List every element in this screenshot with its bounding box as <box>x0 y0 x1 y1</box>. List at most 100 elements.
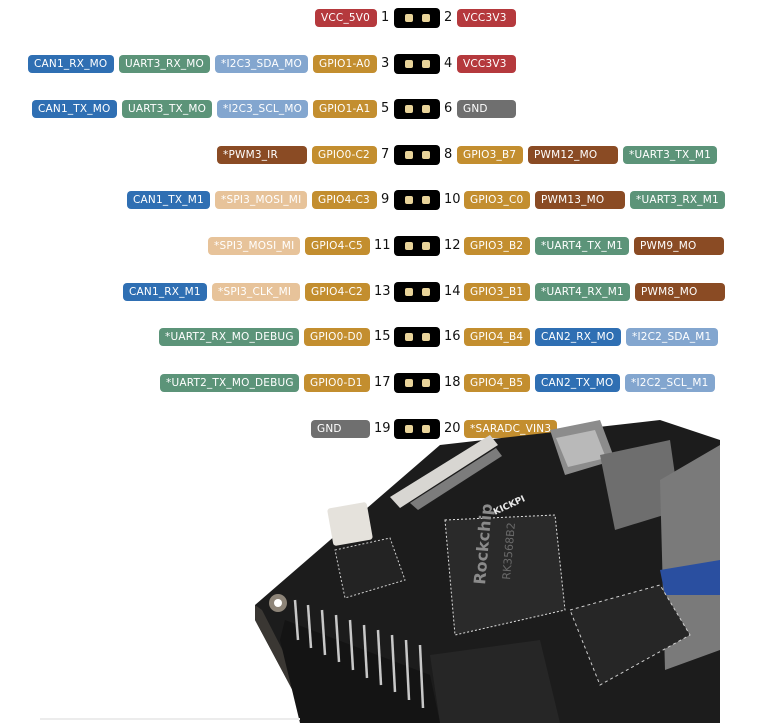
pin-function-tag-can: CAN2_RX_MO <box>535 328 621 346</box>
pin-function-tag-can: CAN1_RX_MO <box>28 55 114 73</box>
pin-function-tag-ground: GND <box>311 420 370 438</box>
pin-function-tag-can: CAN2_TX_MO <box>535 374 620 392</box>
pin-function-tag-pwm: PWM12_MO <box>528 146 618 164</box>
pin-function-tag-power: VCC3V3 <box>457 55 516 73</box>
pin-pad-icon <box>405 379 413 387</box>
pin-pad-icon <box>422 288 430 296</box>
pin-function-tag-can: CAN1_TX_MO <box>32 100 117 118</box>
pin-function-tag-uart: *UART2_RX_MO_DEBUG <box>159 328 299 346</box>
pin-function-tag-i2c: *I2C3_SCL_MO <box>217 100 308 118</box>
pin-pad-icon <box>422 60 430 68</box>
pin-number-left: 17 <box>374 375 391 390</box>
pin-header-pair <box>394 190 440 210</box>
soc-model-text: RK3568B2 <box>500 522 518 580</box>
pin-header-pair <box>394 373 440 393</box>
pin-function-tag-ground: GND <box>457 100 516 118</box>
pin-number-left: 9 <box>381 192 390 207</box>
pin-number-right: 12 <box>444 238 461 253</box>
pin-function-tag-can: CAN1_TX_M1 <box>127 191 210 209</box>
pin-function-tag-gpio: GPIO4-C3 <box>312 191 377 209</box>
ethernet-phy-chip <box>569 584 691 686</box>
pin-function-tag-gpio: GPIO1-A1 <box>313 100 377 118</box>
pin-pad-icon <box>405 288 413 296</box>
pin-pad-icon <box>405 60 413 68</box>
pin-function-tag-gpio: GPIO3_B1 <box>464 283 530 301</box>
pin-function-tag-uart: *UART2_TX_MO_DEBUG <box>160 374 299 392</box>
pin-function-tag-uart: UART3_RX_MO <box>119 55 210 73</box>
pin-pad-icon <box>405 14 413 22</box>
pin-header-physical <box>280 599 440 723</box>
pin-function-tag-gpio: GPIO0-C2 <box>312 146 377 164</box>
pin-pad-icon <box>422 242 430 250</box>
soc-chip <box>444 514 566 636</box>
pin-header-pair <box>394 8 440 28</box>
board-illustration: Rockchip RK3568B2 KICKPI <box>255 420 720 723</box>
pin-function-tag-can: CAN1_RX_M1 <box>123 283 207 301</box>
pin-header-pair <box>394 282 440 302</box>
pin-pad-icon <box>422 105 430 113</box>
pin-function-tag-gpio: *SARADC_VIN3 <box>464 420 557 438</box>
pin-header-pair <box>394 327 440 347</box>
pin-pad-icon <box>422 196 430 204</box>
pin-function-tag-gpio: GPIO1-A0 <box>313 55 377 73</box>
pin-number-right: 16 <box>444 329 461 344</box>
pin-function-tag-pwm: *PWM3_IR <box>217 146 307 164</box>
pin-function-tag-spi: *SPI3_MOSI_MI <box>208 237 300 255</box>
pin-function-tag-uart: *UART3_TX_M1 <box>623 146 717 164</box>
pin-pad-icon <box>405 242 413 250</box>
pin-header-pair <box>394 54 440 74</box>
pin-header-pair <box>394 145 440 165</box>
hdmi-port <box>600 440 680 530</box>
pin-header-pair <box>394 419 440 439</box>
pin-function-tag-uart: *UART4_RX_M1 <box>535 283 630 301</box>
pin-pad-icon <box>405 151 413 159</box>
pin-function-tag-gpio: GPIO0-D1 <box>304 374 370 392</box>
pin-pad-icon <box>422 14 430 22</box>
pin-function-tag-gpio: GPIO4-C5 <box>305 237 370 255</box>
pin-function-tag-power: VCC_5V0 <box>315 9 377 27</box>
pin-function-tag-spi: *SPI3_MOSI_MI <box>215 191 307 209</box>
pin-pad-icon <box>405 425 413 433</box>
pin-number-right: 2 <box>444 10 453 25</box>
ram-chip <box>430 640 560 723</box>
pin-pad-icon <box>405 105 413 113</box>
pin-pad-icon <box>405 196 413 204</box>
pin-function-tag-uart: *UART3_RX_M1 <box>630 191 725 209</box>
jst-connector <box>327 502 373 546</box>
pin-number-left: 7 <box>381 147 390 162</box>
pin-number-left: 1 <box>381 10 390 25</box>
pin-number-right: 8 <box>444 147 453 162</box>
pin-function-tag-pwm: PWM8_MO <box>635 283 725 301</box>
pmic-chip <box>334 537 406 599</box>
pin-function-tag-pwm: PWM13_MO <box>535 191 625 209</box>
pin-number-right: 6 <box>444 101 453 116</box>
pin-number-right: 20 <box>444 421 461 436</box>
pin-row: 13 14 GPIO4-C2 *SPI3_CLK_MI CAN1_RX_M1 GPIO3_… <box>0 282 760 303</box>
pin-number-left: 13 <box>374 284 391 299</box>
pin-pad-icon <box>422 333 430 341</box>
pin-pad-icon <box>405 333 413 341</box>
divider-line <box>40 718 300 720</box>
pin-number-right: 14 <box>444 284 461 299</box>
pin-function-tag-uart: *UART4_TX_M1 <box>535 237 629 255</box>
pin-number-left: 19 <box>374 421 391 436</box>
pin-function-tag-uart: UART3_TX_MO <box>122 100 212 118</box>
pin-number-right: 10 <box>444 192 461 207</box>
fpc-connector <box>390 435 498 508</box>
pin-pad-icon <box>422 425 430 433</box>
pin-row: 19 20 GND *SARADC_VIN3 <box>0 419 760 440</box>
pin-function-tag-pwm: PWM9_MO <box>634 237 724 255</box>
pin-function-tag-spi: *SPI3_CLK_MI <box>212 283 300 301</box>
pin-function-tag-gpio: GPIO4-C2 <box>305 283 370 301</box>
pin-function-tag-gpio: GPIO3_B2 <box>464 237 530 255</box>
pin-header-pair <box>394 99 440 119</box>
pin-number-left: 5 <box>381 101 390 116</box>
pin-pad-icon <box>422 151 430 159</box>
pin-row: 5 6 GPIO1-A1 *I2C3_SCL_MO UART3_TX_MO CAN1_TX… <box>0 99 760 120</box>
pin-function-tag-gpio: GPIO3_C0 <box>464 191 530 209</box>
